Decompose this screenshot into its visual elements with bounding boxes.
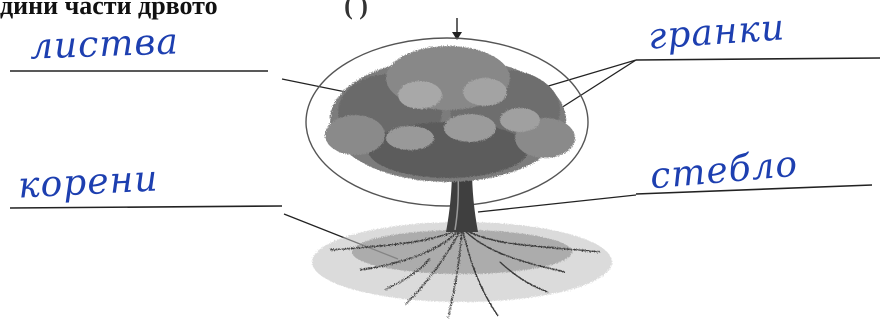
answer-roots: корени	[17, 158, 159, 206]
tree-crown	[325, 46, 575, 182]
down-arrow-icon	[452, 18, 462, 40]
pointer-trunk	[478, 195, 636, 212]
tree-roots	[312, 222, 612, 318]
answer-line-roots	[10, 206, 282, 208]
answer-leaves: листва	[29, 21, 179, 67]
answer-line-branches	[636, 58, 880, 60]
